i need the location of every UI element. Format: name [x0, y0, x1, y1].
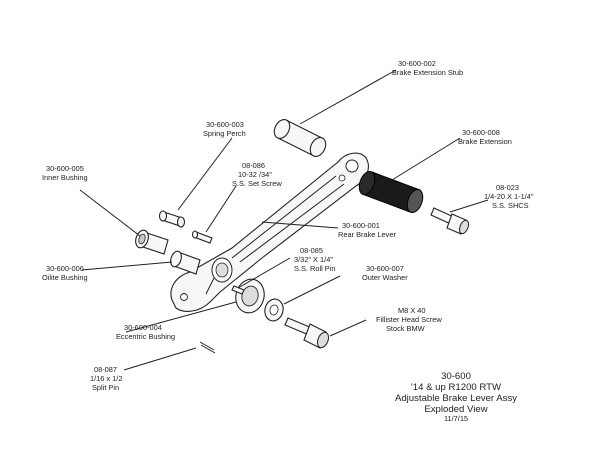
svg-text:30-600-008: 30-600-008: [462, 128, 500, 137]
svg-text:3/32" X 1/4": 3/32" X 1/4": [294, 255, 333, 264]
svg-text:Brake Extension Stub: Brake Extension Stub: [392, 68, 463, 77]
shcs-screw-part: [430, 207, 470, 235]
title-date: 11/7/15: [444, 414, 468, 423]
set-screw-part: [191, 230, 213, 244]
label-brake-extension: 30-600-008 Brake Extension: [458, 128, 512, 146]
svg-text:10-32 /34": 10-32 /34": [238, 170, 272, 179]
svg-text:30-600-005: 30-600-005: [46, 164, 84, 173]
rear-brake-lever-part: [170, 152, 369, 312]
outer-washer-part: [264, 298, 284, 322]
split-pin-part: [199, 341, 216, 354]
svg-text:30-600-007: 30-600-007: [366, 264, 404, 273]
svg-text:S.S. Set Screw: S.S. Set Screw: [232, 179, 282, 188]
svg-text:Stock BMW: Stock BMW: [386, 324, 425, 333]
label-spring-perch: 30-600-003 Spring Perch: [203, 120, 246, 138]
svg-text:30-600-003: 30-600-003: [206, 120, 244, 129]
label-inner-bushing: 30-600-005 Inner Bushing: [42, 164, 88, 182]
title-block: 30-600 '14 & up R1200 RTW Adjustable Bra…: [395, 371, 517, 423]
svg-text:1/4-20 X 1-1/4": 1/4-20 X 1-1/4": [484, 192, 534, 201]
spring-perch-part: [158, 210, 186, 228]
title-line-2: Adjustable Brake Lever Assy: [395, 393, 517, 404]
label-oilite-bushing: 30-600-006 Oilite Bushing: [42, 264, 88, 282]
svg-text:Split Pin: Split Pin: [92, 383, 119, 392]
svg-text:Fillister Head Screw: Fillister Head Screw: [376, 315, 442, 324]
svg-text:08-086: 08-086: [242, 161, 265, 170]
svg-text:Eccentric Bushing: Eccentric Bushing: [116, 332, 175, 341]
inner-bushing-part: [135, 229, 169, 255]
label-eccentric-bushing: 30-600-004 Eccentric Bushing: [116, 323, 175, 341]
svg-text:Oilite Bushing: Oilite Bushing: [42, 273, 88, 282]
svg-text:30-600-006: 30-600-006: [46, 264, 84, 273]
label-brake-extension-stub: 30-600-002 Brake Extension Stub: [392, 59, 463, 77]
svg-text:1/16 x 1/2: 1/16 x 1/2: [90, 374, 122, 383]
svg-text:Spring Perch: Spring Perch: [203, 129, 246, 138]
title-part-number: 30-600: [441, 371, 471, 382]
svg-text:M8 X 40: M8 X 40: [398, 306, 426, 315]
eccentric-bushing-part: [235, 278, 265, 314]
label-split-pin: 08-087 1/16 x 1/2 Split Pin: [90, 365, 122, 392]
svg-text:Brake Extension: Brake Extension: [458, 137, 512, 146]
roll-pin-part: [231, 285, 245, 295]
label-outer-washer: 30-600-007 Outer Washer: [362, 264, 408, 282]
fillister-screw-part: [284, 317, 330, 349]
brake-extension-part: [358, 170, 424, 214]
svg-text:08-023: 08-023: [496, 183, 519, 192]
svg-text:S.S. Roll Pin: S.S. Roll Pin: [294, 264, 336, 273]
label-rear-brake-lever: 30-600-001 Rear Brake Lever: [338, 221, 396, 239]
title-line-1: '14 & up R1200 RTW: [411, 382, 502, 393]
svg-text:08-087: 08-087: [94, 365, 117, 374]
svg-text:Rear Brake Lever: Rear Brake Lever: [338, 230, 396, 239]
brake-extension-stub-part: [273, 118, 327, 158]
svg-text:S.S. SHCS: S.S. SHCS: [492, 201, 529, 210]
svg-text:Outer Washer: Outer Washer: [362, 273, 408, 282]
svg-text:30-600-002: 30-600-002: [398, 59, 436, 68]
label-shcs: 08-023 1/4-20 X 1-1/4" S.S. SHCS: [484, 183, 534, 210]
leader-lines: [79, 69, 489, 371]
svg-text:Inner Bushing: Inner Bushing: [42, 173, 88, 182]
svg-text:30-600-001: 30-600-001: [342, 221, 380, 230]
label-set-screw: 08-086 10-32 /34" S.S. Set Screw: [232, 161, 282, 188]
svg-text:30-600-004: 30-600-004: [124, 323, 162, 332]
title-line-3: Exploded View: [424, 404, 487, 415]
oilite-bushing-part: [170, 250, 201, 275]
svg-text:08-085: 08-085: [300, 246, 323, 255]
label-fillister-screw: M8 X 40 Fillister Head Screw Stock BMW: [376, 306, 442, 333]
label-roll-pin: 08-085 3/32" X 1/4" S.S. Roll Pin: [294, 246, 336, 273]
